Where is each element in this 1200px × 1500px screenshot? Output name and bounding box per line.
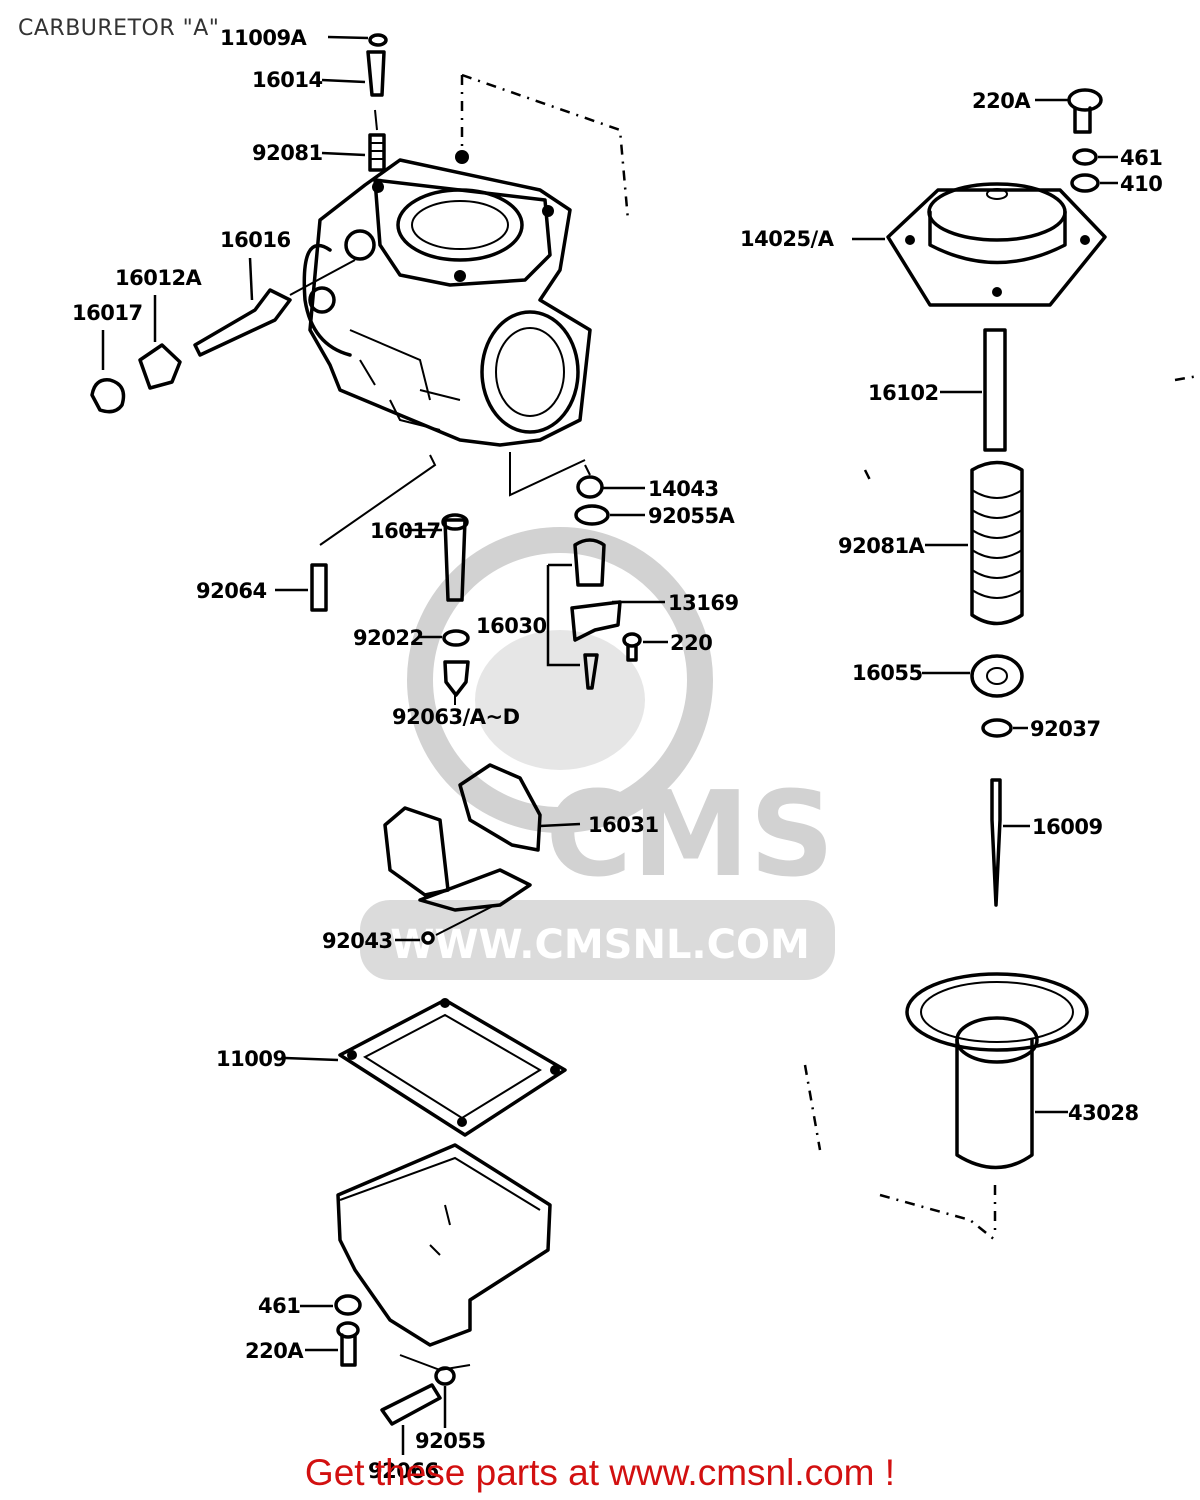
part-16009: 16009: [990, 778, 1103, 907]
label-220A-top: 220A: [972, 89, 1031, 113]
page-title: CARBURETOR "A": [18, 16, 220, 41]
part-220: 220: [622, 631, 713, 662]
part-14043: 14043: [576, 464, 719, 501]
label-43028: 43028: [1068, 1101, 1139, 1125]
part-16030: 16030: [476, 452, 606, 690]
part-16016: 16016: [193, 228, 356, 357]
part-461-top: 461: [1072, 146, 1163, 170]
label-16016: 16016: [220, 228, 291, 252]
part-92063: 92063/A~D: [392, 660, 520, 729]
part-16014: 16014: [252, 50, 386, 97]
label-11009: 11009: [216, 1047, 287, 1071]
label-11009A: 11009A: [220, 26, 308, 50]
part-16102: 16102: [868, 328, 1007, 452]
part-16031: 16031: [383, 763, 659, 912]
part-92055A: 92055A: [574, 504, 736, 528]
label-220: 220: [670, 631, 712, 655]
label-16017b: 16017: [370, 519, 441, 543]
part-16055: 16055: [852, 654, 1024, 698]
label-16017a: 16017: [72, 301, 143, 325]
label-16009: 16009: [1032, 815, 1103, 839]
part-461-bottom: 461: [258, 1294, 362, 1318]
part-43028: 43028: [905, 972, 1139, 1170]
label-461-bottom: 461: [258, 1294, 300, 1318]
part-92037: 92037: [981, 717, 1101, 741]
label-92066: 92066: [368, 1459, 439, 1483]
watermark-url: WWW.CMSNL.COM: [390, 922, 810, 968]
watermark-brand: CMS: [545, 765, 834, 903]
part-92055: 92055: [415, 1366, 486, 1453]
alignment-lines: [460, 73, 1199, 1241]
part-16017-pilot: 16017: [370, 513, 469, 602]
part-92081: 92081: [252, 109, 386, 172]
watermark: CMS WWW.CMSNL.COM: [360, 527, 835, 980]
label-92064: 92064: [196, 579, 267, 603]
label-16031: 16031: [588, 813, 659, 837]
label-16030: 16030: [476, 614, 547, 638]
part-16012A: 16012A: [115, 266, 203, 390]
label-16055: 16055: [852, 661, 923, 685]
part-92043: 92043: [322, 904, 496, 953]
part-92066: 92066: [368, 1383, 442, 1483]
label-92055A: 92055A: [648, 504, 736, 528]
label-461-top: 461: [1120, 146, 1162, 170]
label-14025A: 14025/A: [740, 227, 835, 251]
label-92055: 92055: [415, 1429, 486, 1453]
label-13169: 13169: [668, 591, 739, 615]
part-92081A: 92081A: [838, 460, 1024, 626]
watermark-logo-bar: [360, 900, 835, 980]
carburetor-body: [302, 150, 592, 447]
label-16012A: 16012A: [115, 266, 203, 290]
watermark-logo-ring: [407, 527, 713, 833]
part-16017-screw: 16017: [72, 301, 143, 414]
part-14025A: 14025/A: [740, 182, 1107, 307]
label-92037: 92037: [1030, 717, 1101, 741]
label-220A-bottom: 220A: [245, 1339, 304, 1363]
label-16102: 16102: [868, 381, 939, 405]
label-92063: 92063/A~D: [392, 705, 520, 729]
label-410: 410: [1120, 172, 1162, 196]
part-92022: 92022: [353, 626, 470, 650]
footer-banner[interactable]: Get these parts at www.cmsnl.com !: [304, 1452, 896, 1493]
part-float-bowl: [336, 1143, 552, 1372]
watermark-logo-face: [475, 630, 645, 770]
part-11009: 11009: [216, 998, 567, 1137]
label-92043: 92043: [322, 929, 393, 953]
part-92064: 92064: [196, 454, 437, 612]
label-16014: 16014: [252, 68, 323, 92]
label-14043: 14043: [648, 477, 719, 501]
label-92081: 92081: [252, 141, 323, 165]
part-410: 410: [1070, 172, 1163, 196]
part-13169: 13169: [570, 591, 739, 642]
part-11009A: 11009A: [220, 26, 388, 50]
part-220A-top: 220A: [972, 88, 1103, 134]
part-220A-bottom: 220A: [245, 1321, 360, 1367]
label-92022: 92022: [353, 626, 424, 650]
label-92081A: 92081A: [838, 534, 926, 558]
